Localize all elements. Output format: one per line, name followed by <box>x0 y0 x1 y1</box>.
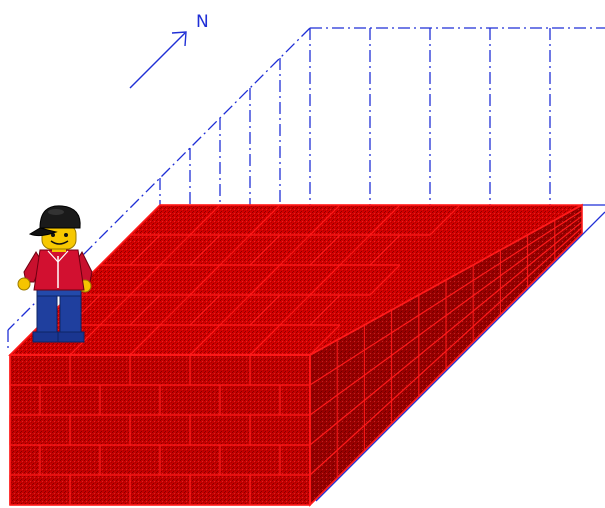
base-outline <box>315 204 605 502</box>
minifigure-torso <box>33 249 85 291</box>
minifigure-right-leg <box>59 292 82 336</box>
brick-slab <box>8 203 583 507</box>
minifigure-cap <box>39 205 81 229</box>
north-label: N <box>196 12 209 32</box>
minifigure-head <box>41 224 77 250</box>
north-arrow-icon <box>129 31 187 89</box>
minifigure-left-leg <box>36 292 58 336</box>
lego-minifigure <box>17 205 93 343</box>
base-diagonal-edge <box>315 211 605 502</box>
